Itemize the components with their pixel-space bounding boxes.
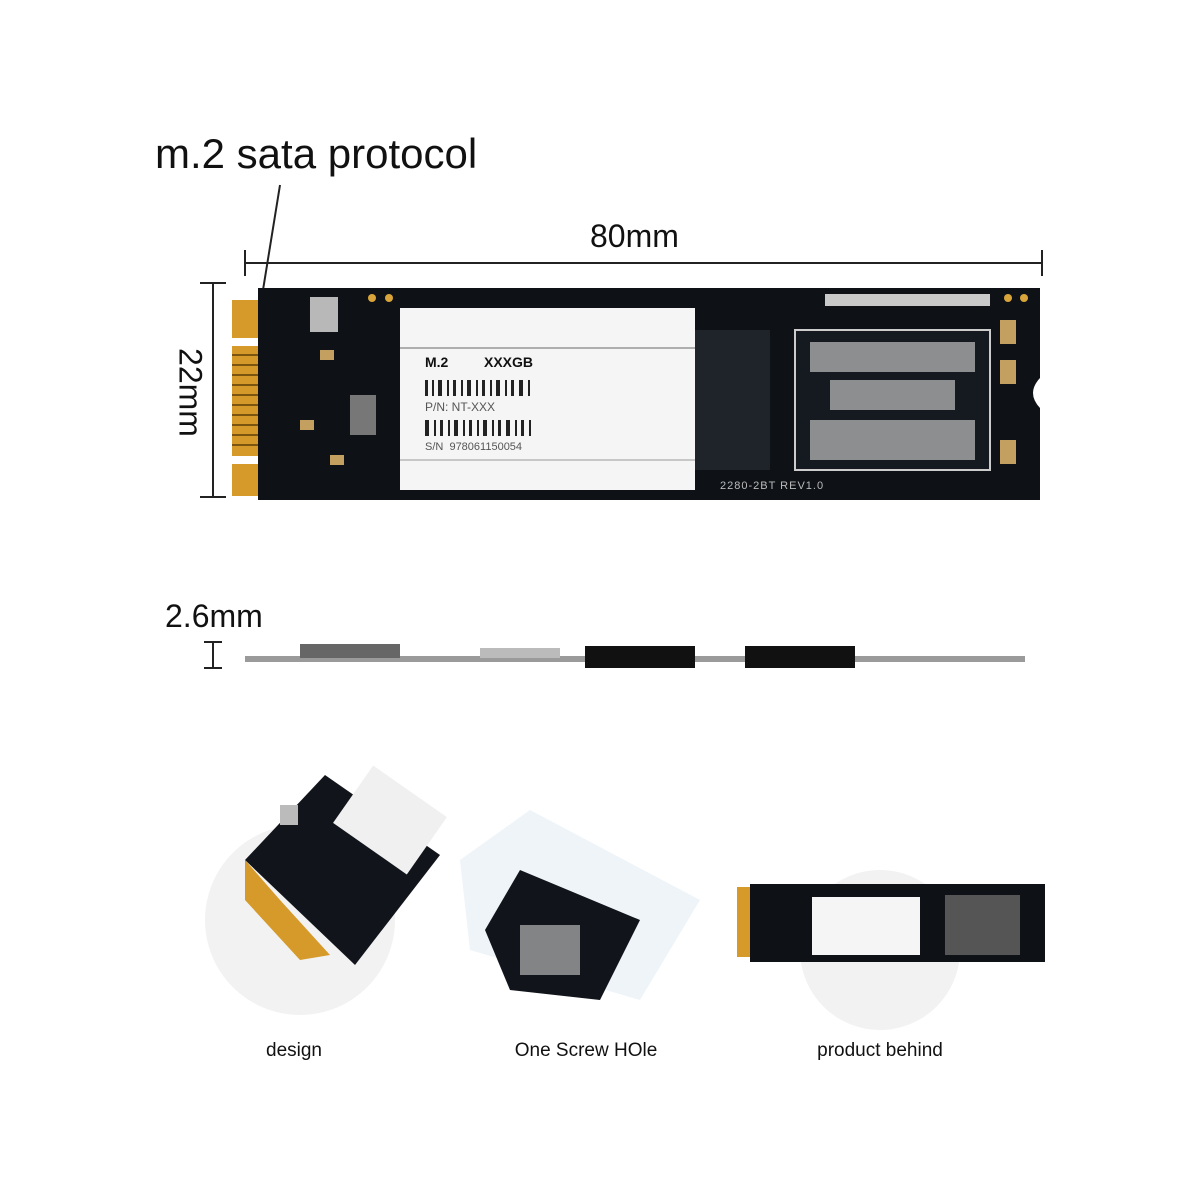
label-part-number: P/N: NT-XXX (425, 400, 496, 414)
label-serial-number: S/N 978061150054 (425, 441, 523, 453)
caption-screw-hole: One Screw HOle (514, 1040, 658, 1061)
board-marking: 2280-2BT REV1.0 (720, 480, 825, 492)
label-capacity: XXXGB (484, 354, 534, 370)
thumbnail-product-behind (737, 870, 1045, 1030)
thickness-dimension-label: 2.6mm (165, 598, 263, 634)
ssd-board-top-view (232, 288, 1040, 500)
ssd-side-view (245, 644, 1025, 668)
caption-product-behind: product behind (817, 1040, 943, 1061)
thumbnail-screw-hole (460, 810, 700, 1000)
caption-design: design (266, 1040, 322, 1061)
length-dimension-label: 80mm (590, 218, 679, 254)
label-model: M.2 (425, 354, 449, 370)
dimension-lines (200, 184, 1043, 669)
thumbnail-design (205, 765, 447, 1015)
protocol-title: m.2 sata protocol (155, 130, 478, 177)
